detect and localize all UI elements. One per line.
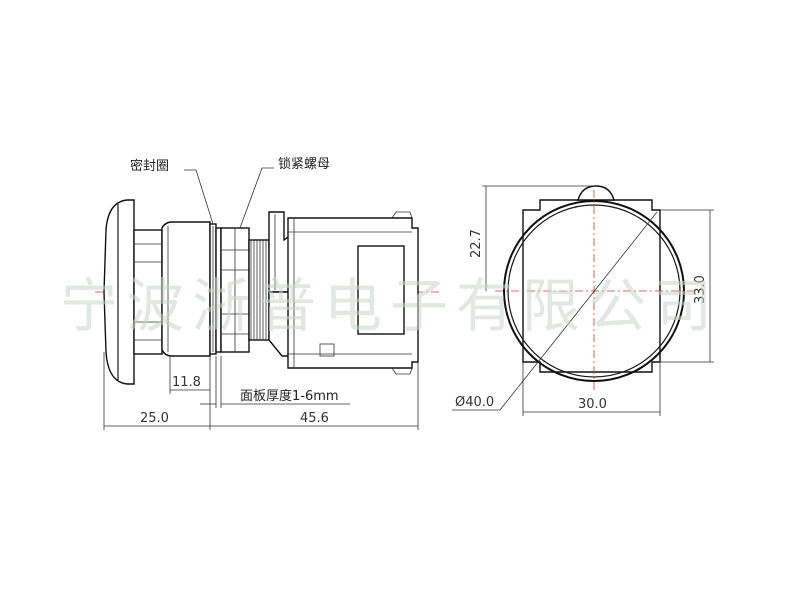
lock-nut-leader — [239, 167, 274, 229]
panel-thickness-label: 面板厚度1-6mm — [240, 388, 339, 404]
head-neck — [133, 229, 163, 355]
dim-height-total: 33.0 — [693, 275, 708, 304]
dim-diameter: Ø40.0 — [455, 395, 494, 410]
mushroom-head — [103, 199, 135, 385]
dim-head-offset: 11.8 — [172, 375, 201, 390]
top-tab — [577, 185, 615, 201]
side-view: 11.8 25.0 45.6 面板厚度1-6mm 密封圈 锁紧螺母 — [95, 156, 440, 430]
seal-ring-leader — [184, 169, 214, 225]
dim-width: 30.0 — [578, 397, 607, 412]
front-view: Ø40.0 30.0 22.7 33.0 — [452, 185, 714, 416]
seal-ring-label: 密封圈 — [130, 158, 169, 174]
dim-body-length: 45.6 — [300, 411, 329, 426]
diameter-leader — [499, 211, 658, 411]
lock-nut-label: 锁紧螺母 — [278, 156, 330, 172]
dim-head-length: 25.0 — [140, 411, 169, 426]
contact-window — [357, 245, 405, 335]
company-watermark: 宁波浙普电子有限公司 — [60, 272, 720, 340]
dim-height-upper: 22.7 — [469, 229, 484, 258]
